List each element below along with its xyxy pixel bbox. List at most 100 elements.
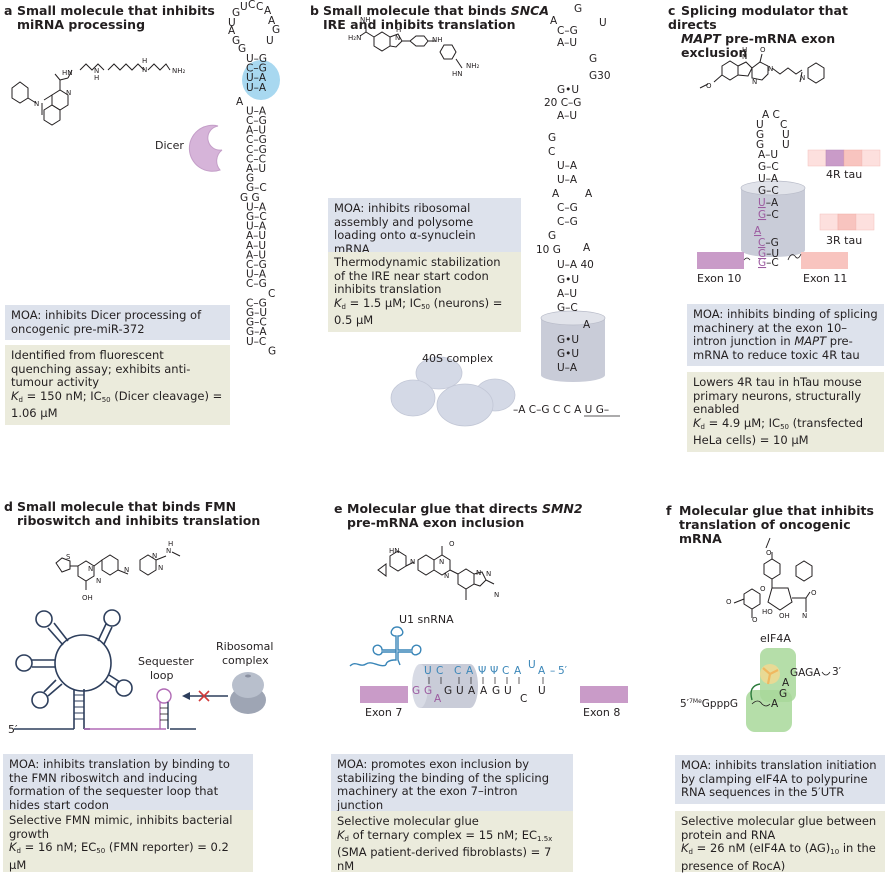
kd-sub: d	[700, 422, 705, 431]
exon-8-label: Exon 8	[583, 706, 620, 719]
ic-sub: 1.5x	[537, 834, 553, 843]
panel-a-molecule-labels: HN N H H N NH₂ N N	[34, 57, 186, 108]
ire-nucleotide: G	[548, 132, 556, 144]
sequester-loop	[84, 688, 172, 730]
bound-nt: A	[782, 677, 790, 689]
panel-b-info-text: Thermodynamic stabilization of the IRE n…	[334, 255, 501, 296]
svg-text:N: N	[94, 67, 99, 75]
premrna-nucleotide: U	[504, 685, 512, 697]
panel-a-moa-text: MOA: inhibits Dicer processing of oncoge…	[11, 308, 202, 336]
kd-value: = 1.5 μM; IC	[346, 295, 422, 310]
svg-text:N: N	[88, 565, 93, 573]
base-pair: A–U	[246, 125, 266, 137]
ire-nucleotide: U	[599, 17, 607, 29]
svg-text:N: N	[124, 566, 129, 574]
svg-text:N: N	[66, 89, 71, 97]
loop-nucleotide: A	[264, 5, 272, 17]
svg-text:N: N	[34, 100, 39, 108]
base-pair: A–U	[246, 163, 266, 175]
kd-symbol: K	[9, 840, 17, 854]
svg-text:O: O	[760, 46, 766, 54]
panel-e-cylinder	[412, 664, 478, 708]
kd-value: = 4.9 μM; IC	[705, 415, 781, 430]
panel-f-molecule	[733, 537, 813, 618]
svg-text:N: N	[439, 558, 444, 566]
panel-f-moa-box: MOA: inhibits translation initiation by …	[675, 755, 885, 804]
tau-3r-diagram	[819, 213, 875, 231]
blocked-x-icon	[198, 690, 210, 702]
ire-nucleotide: U–A	[557, 362, 578, 374]
panel-c-info-text: Lowers 4R tau in hTau mouse primary neur…	[693, 375, 862, 416]
ire-nucleotide: A	[552, 188, 560, 200]
panel-a-info-text: Identified from fluorescent quenching as…	[11, 348, 191, 389]
loop-nucleotide: G	[238, 43, 246, 55]
svg-text:N: N	[800, 74, 805, 82]
snrna-nucleotide: A	[466, 665, 474, 677]
panel-e-letter: e	[334, 501, 343, 516]
svg-text:N: N	[410, 558, 415, 566]
loop-nucleotide: U	[266, 35, 274, 47]
bound-nt: A	[771, 698, 779, 710]
panel-b-mrna-line: –A C–G C C A U G–	[513, 404, 609, 416]
ic-sub: 50	[96, 847, 106, 855]
mapt-nucleotide: U–A	[758, 173, 779, 185]
ire-nucleotide: A–U	[557, 288, 577, 300]
snrna-nucleotide: –	[550, 665, 555, 677]
premrna-nucleotide: G	[492, 685, 500, 697]
panel-b-moa-box: MOA: inhibits ribosomal assembly and pol…	[328, 198, 521, 260]
panel-b-letter: b	[310, 3, 319, 18]
ic-sub: 50	[780, 422, 790, 431]
base-pair: U–A	[246, 82, 267, 94]
ire-nucleotide: C–G	[557, 25, 578, 37]
mapt-nucleotide: G–C	[758, 161, 779, 173]
kd-sub: d	[344, 834, 349, 843]
base-pair: G–A	[246, 326, 267, 338]
ic-value: (transfected HeLa cells) = 10 μM	[693, 415, 864, 447]
snrna-nucleotide: A	[514, 665, 522, 677]
panel-a-info-box: Identified from fluorescent quenching as…	[5, 345, 230, 425]
loop-nucleotide: C	[248, 0, 255, 11]
svg-text:O: O	[726, 598, 732, 606]
eif4a-label: eIF4A	[760, 632, 791, 645]
mapt-nucleotide: G–C	[758, 209, 779, 221]
mapt-nucleotide: A	[754, 225, 762, 237]
ire-nucleotide: A	[550, 15, 558, 27]
base-pair: C–G	[246, 297, 267, 309]
u1-snrna-icon	[349, 626, 422, 667]
kd-sub: d	[341, 302, 346, 311]
panel-b-cylinder	[540, 310, 606, 382]
svg-text:N: N	[395, 34, 400, 42]
ribosome-label-1: Ribosomal	[216, 640, 273, 653]
panel-c-moa-gene: MAPT	[794, 334, 827, 348]
base-pair: G–C	[246, 182, 267, 194]
exon-11-box	[801, 252, 848, 269]
40s-complex-label: 40S complex	[422, 352, 494, 365]
panel-b-moa-text: MOA: inhibits ribosomal assembly and pol…	[334, 201, 476, 256]
svg-text:H: H	[168, 540, 173, 548]
svg-text:OH: OH	[779, 612, 790, 620]
panel-b-title-line1: Small molecule that binds	[323, 3, 511, 18]
panel-f-info-text: Selective molecular glue between protein…	[681, 814, 877, 842]
ic-value: (FMN reporter) = 0.2 μM	[9, 840, 229, 872]
kd-sub: d	[688, 848, 693, 856]
svg-text:N: N	[494, 591, 499, 599]
svg-text:N: N	[444, 572, 449, 580]
snrna-nucleotide: A	[538, 665, 546, 677]
ire-nucleotide: U–A	[557, 174, 578, 186]
mapt-nucleotide: U–A	[758, 197, 779, 209]
panel-c-info-box: Lowers 4R tau in hTau mouse primary neur…	[687, 372, 884, 452]
sequester-loop-label-2: loop	[150, 669, 174, 682]
loop-nucleotide: U	[240, 1, 248, 13]
svg-text:H: H	[142, 57, 147, 65]
loop-nucleotide: A	[228, 25, 236, 37]
base-pair: A	[236, 96, 244, 108]
ire-nucleotide: A–U	[557, 37, 577, 49]
svg-text:O: O	[766, 549, 772, 557]
kd-symbol: K	[11, 388, 19, 403]
base-pair: U–C	[246, 336, 266, 348]
panel-e-title-gene: SMN2	[541, 501, 583, 516]
